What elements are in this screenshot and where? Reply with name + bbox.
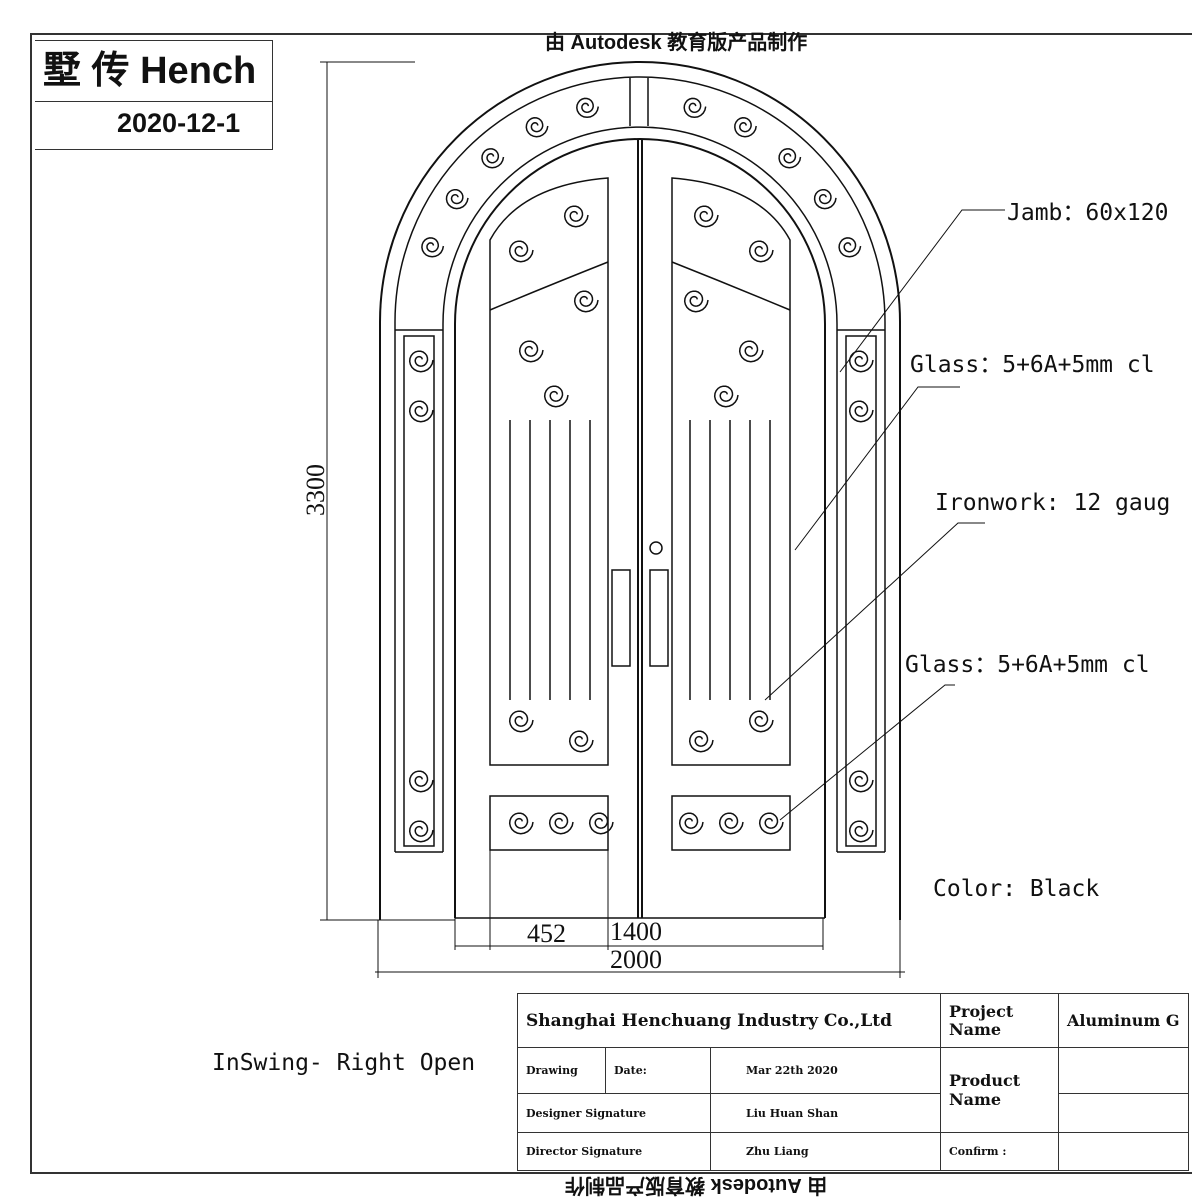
ironwork-annotation: Ironwork: 12 gaug	[935, 490, 1171, 516]
scroll-ornament	[525, 117, 549, 138]
scroll-ornament	[548, 812, 574, 835]
height-dimension: 3300	[301, 464, 330, 516]
scroll-ornament	[848, 820, 874, 843]
scroll-ornament	[588, 812, 614, 835]
scroll-ornament	[848, 400, 874, 423]
date-label: Date:	[605, 1047, 711, 1094]
designer-label: Designer Signature	[517, 1093, 711, 1133]
scroll-ornament	[563, 205, 589, 228]
scroll-ornament	[408, 400, 434, 423]
scroll-ornament	[778, 148, 802, 169]
scroll-ornament	[408, 350, 434, 373]
scroll-ornament	[838, 237, 862, 258]
date-value: Mar 22th 2020	[710, 1047, 941, 1094]
swing-annotation: InSwing- Right Open	[212, 1050, 476, 1076]
scroll-ornament	[421, 237, 445, 258]
scroll-ornament	[848, 350, 874, 373]
director-label: Director Signature	[517, 1132, 711, 1171]
sidelight-dimension: 452	[527, 919, 566, 948]
scroll-ornament	[688, 730, 714, 753]
drawing-sheet	[30, 33, 1192, 1174]
glass-lower-annotation: Glass：5+6A+5mm cl	[905, 652, 1150, 678]
ironwork-scrolls	[408, 97, 874, 843]
outer-frame	[379, 61, 901, 920]
scroll-ornament	[481, 148, 505, 169]
total-width-dimension: 2000	[610, 945, 662, 974]
designer-value: Liu Huan Shan	[710, 1093, 941, 1133]
scroll-ornament	[568, 730, 594, 753]
scroll-ornament	[508, 812, 534, 835]
scroll-ornament	[408, 820, 434, 843]
scroll-ornament	[445, 188, 469, 210]
autodesk-watermark-top: 由 Autodesk 教育版产品制作	[545, 32, 808, 54]
product-name-label: Product Name	[940, 1047, 1059, 1133]
scroll-ornament	[713, 385, 739, 408]
company-name: Shanghai Henchuang Industry Co.,Ltd	[517, 993, 941, 1048]
scroll-ornament	[683, 97, 707, 119]
scroll-ornament	[758, 812, 784, 835]
jamb-annotation: Jamb：60x120	[1007, 200, 1169, 226]
scroll-ornament	[748, 710, 774, 733]
scroll-ornament	[813, 188, 837, 210]
scroll-ornament	[508, 240, 534, 263]
project-name-value: Aluminum G	[1058, 993, 1189, 1048]
confirm-value	[1058, 1132, 1189, 1171]
door-handles	[611, 541, 669, 667]
project-name-label: Project Name	[940, 993, 1059, 1048]
scroll-ornament	[734, 117, 757, 138]
logo-divider	[35, 101, 272, 102]
autodesk-watermark-bottom: 由 Autodesk 教育版产品制作	[565, 1174, 828, 1196]
glass-upper-annotation: Glass：5+6A+5mm cl	[910, 352, 1155, 378]
scroll-ornament	[738, 340, 764, 363]
scroll-ornament	[576, 97, 600, 119]
title-block: Shanghai Henchuang Industry Co.,Ltd Proj…	[517, 993, 1189, 1171]
scroll-ornament	[408, 770, 434, 793]
product-name-value	[1058, 1047, 1189, 1094]
scroll-ornament	[848, 770, 874, 793]
scroll-ornament	[748, 240, 774, 263]
scroll-ornament	[678, 812, 704, 835]
director-value: Zhu Liang	[710, 1132, 941, 1171]
drawing-label: Drawing	[517, 1047, 606, 1094]
door-leaves	[403, 140, 877, 918]
scroll-ornament	[543, 385, 569, 408]
leader-lines	[764, 209, 1005, 821]
product-name-value-2	[1058, 1093, 1189, 1133]
scroll-ornament	[718, 812, 744, 835]
scroll-ornament	[693, 205, 719, 228]
color-annotation: Color: Black	[933, 876, 1100, 902]
confirm-label: Confirm :	[940, 1132, 1059, 1171]
scroll-ornament	[508, 710, 534, 733]
logo-date: 2020-12-1	[117, 108, 241, 138]
door-width-dimension: 1400	[610, 917, 662, 946]
scroll-ornament	[683, 290, 709, 313]
dimension-lines	[320, 61, 905, 978]
logo-title: 墅 传 Hench	[43, 50, 257, 92]
scroll-ornament	[518, 340, 544, 363]
logo-block: 墅 传 Hench 2020-12-1	[35, 40, 273, 150]
scroll-ornament	[573, 290, 599, 313]
